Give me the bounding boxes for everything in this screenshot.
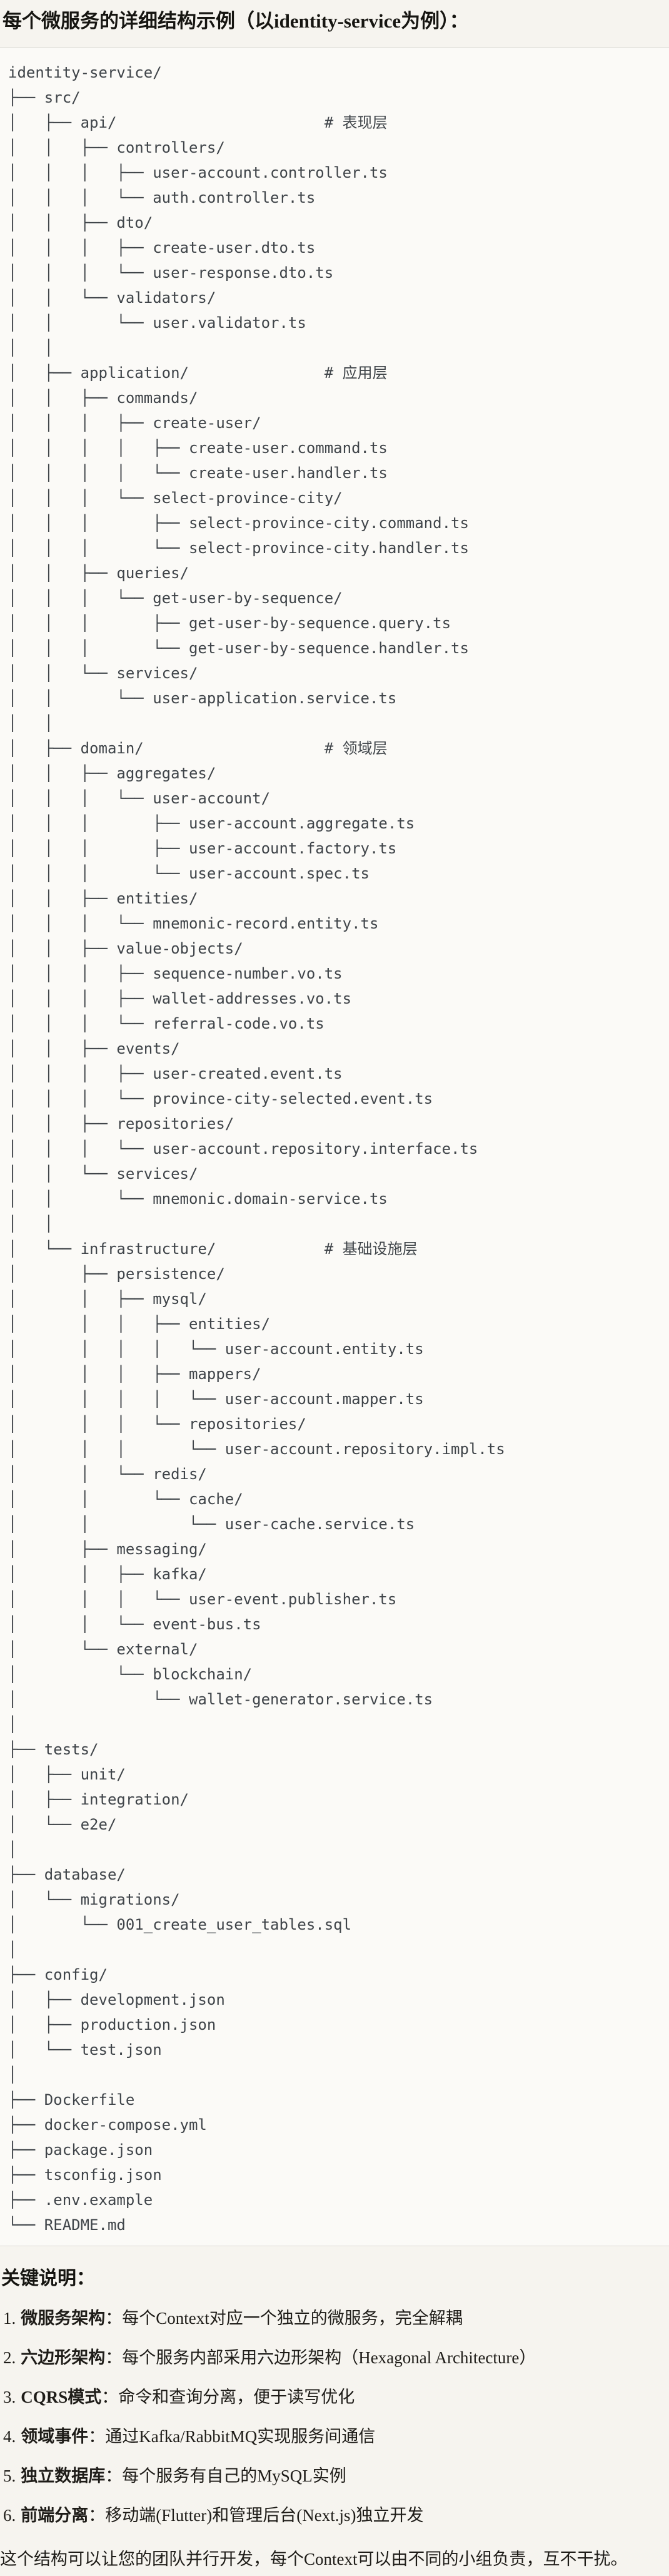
note-number: 6. — [3, 2506, 16, 2525]
note-text: 每个服务内部采用六边形架构（Hexagonal Architecture） — [122, 2348, 536, 2367]
directory-tree: identity-service/ ├── src/ │ ├── api/ # … — [8, 64, 505, 2234]
note-separator: ： — [105, 2309, 123, 2328]
note-separator: ： — [105, 2467, 123, 2485]
note-label: 前端分离 — [21, 2506, 89, 2525]
note-item: 3. CQRS模式：命令和查询分离，便于读写优化 — [3, 2386, 669, 2408]
note-number: 3. — [3, 2388, 16, 2406]
note-item: 4. 领域事件：通过Kafka/RabbitMQ实现服务间通信 — [3, 2425, 669, 2448]
note-separator: ： — [101, 2388, 119, 2406]
note-separator: ： — [105, 2348, 123, 2367]
note-number: 4. — [3, 2427, 16, 2446]
summary-paragraph: 这个结构可以让您的团队并行开发，每个Context可以由不同的小组负责，互不干扰… — [0, 2550, 628, 2568]
page-title: 每个微服务的详细结构示例（以identity-service为例）： — [3, 10, 469, 32]
note-text: 移动端(Flutter)和管理后台(Next.js)独立开发 — [105, 2506, 424, 2525]
note-number: 1. — [3, 2309, 16, 2328]
note-label: CQRS模式 — [21, 2388, 102, 2406]
directory-tree-code-block: identity-service/ ├── src/ │ ├── api/ # … — [0, 47, 669, 2246]
note-item: 5. 独立数据库：每个服务有自己的MySQL实例 — [3, 2465, 669, 2487]
note-separator: ： — [88, 2427, 106, 2446]
note-label: 六边形架构 — [21, 2348, 106, 2367]
notes-heading: 关键说明： — [1, 2268, 95, 2289]
note-text: 每个Context对应一个独立的微服务，完全解耦 — [122, 2309, 463, 2328]
note-label: 领域事件 — [21, 2427, 89, 2446]
note-item: 6. 前端分离：移动端(Flutter)和管理后台(Next.js)独立开发 — [3, 2504, 669, 2527]
note-number: 5. — [3, 2467, 16, 2485]
note-number: 2. — [3, 2348, 16, 2367]
note-separator: ： — [88, 2506, 106, 2525]
note-label: 独立数据库 — [21, 2467, 106, 2485]
note-text: 命令和查询分离，便于读写优化 — [118, 2388, 355, 2406]
note-item: 1. 微服务架构：每个Context对应一个独立的微服务，完全解耦 — [3, 2307, 669, 2329]
note-text: 每个服务有自己的MySQL实例 — [122, 2467, 346, 2485]
note-text: 通过Kafka/RabbitMQ实现服务间通信 — [105, 2427, 376, 2446]
note-item: 2. 六边形架构：每个服务内部采用六边形架构（Hexagonal Architec… — [3, 2346, 669, 2369]
note-label: 微服务架构 — [21, 2309, 106, 2328]
